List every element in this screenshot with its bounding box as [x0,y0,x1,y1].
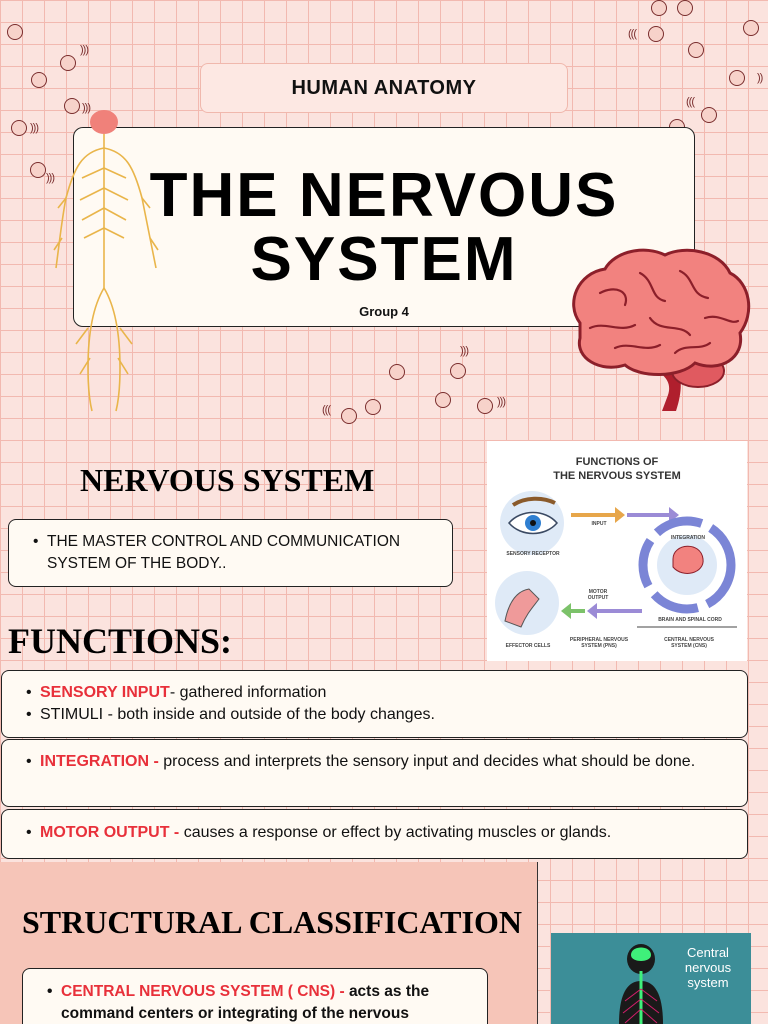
function-line: INTEGRATION - process and interprets the… [24,751,735,773]
decor-waves: )) [757,72,763,84]
group-label: Group 4 [359,304,409,319]
diagram-label-brain: BRAIN AND SPINAL CORD [658,617,722,623]
title-line-2: SYSTEM [250,225,518,294]
diagram-label-sensory-receptor: SENSORY RECEPTOR [506,551,560,557]
cns-term: CENTRAL NERVOUS SYSTEM ( CNS) - [61,983,349,1000]
decor-waves: ))) [497,396,506,408]
function-box-integration: INTEGRATION - process and interprets the… [1,739,748,807]
diagram-title-line-2: THE NERVOUS SYSTEM [553,470,681,482]
functions-heading: FUNCTIONS: [8,621,233,661]
diagram-label-input: INPUT [591,521,607,527]
cns-box: CENTRAL NERVOUS SYSTEM ( CNS) - acts as … [22,968,488,1024]
decor-circle [688,42,704,58]
function-term: SENSORY INPUT [40,684,170,701]
decor-waves: ))) [460,345,469,357]
diagram-label-pns: PERIPHERAL NERVOUS SYSTEM (PNS) [569,637,629,649]
function-box-motor: MOTOR OUTPUT - causes a response or effe… [1,809,748,859]
function-term: MOTOR OUTPUT - [40,824,184,841]
cns-text: acts as the command centers or integrati… [61,983,430,1022]
subject-pill: HUMAN ANATOMY [200,63,568,113]
decor-circle [11,120,27,136]
decor-circle [477,398,493,414]
function-text: - gathered information [169,684,327,701]
decor-circle [701,107,717,123]
decor-waves: ))) [82,102,91,114]
nervous-system-figure [53,110,159,412]
cns-figure [619,944,663,1024]
function-line: MOTOR OUTPUT - causes a response or effe… [24,822,735,844]
decor-circle [365,399,381,415]
decor-waves: ))) [80,44,89,56]
decor-circle [31,72,47,88]
decor-circle [677,0,693,16]
diagram-label-effector-cells: EFFECTOR CELLS [505,643,551,649]
decor-waves: ((( [628,28,637,40]
function-text: STIMULI - both inside and outside of the… [40,706,435,723]
cns-image-card: Central nervous system [551,933,751,1024]
function-term: INTEGRATION - [40,753,164,770]
diagram-label-motor-output: MOTOR OUTPUT [587,589,609,601]
cns-line: CENTRAL NERVOUS SYSTEM ( CNS) - acts as … [45,981,475,1024]
decor-circle [389,364,405,380]
decor-waves: ((( [686,96,695,108]
decor-circle [435,392,451,408]
function-line: SENSORY INPUT- gathered information [24,682,735,704]
cns-card-label: Central nervous system [684,945,732,990]
functions-diagram: FUNCTIONS OF THE NERVOUS SYSTEM INPUT IN… [487,441,747,661]
definition-box: THE MASTER CONTROL AND COMMUNICATION SYS… [8,519,453,587]
decor-waves: ))) [46,172,55,184]
diagram-title-line-1: FUNCTIONS OF [575,456,659,468]
decor-circle [60,55,76,71]
decor-circle [64,98,80,114]
diagram-title: FUNCTIONS OF THE NERVOUS SYSTEM [487,455,747,483]
decor-circle [30,162,46,178]
diagram-graphics [495,491,737,635]
structural-heading: STRUCTURAL CLASSIFICATION [22,904,522,940]
decor-circle [341,408,357,424]
function-box-sensory: SENSORY INPUT- gathered information STIM… [1,670,748,738]
subject-label: HUMAN ANATOMY [291,76,477,99]
decor-waves: ((( [322,404,331,416]
definition-text: THE MASTER CONTROL AND COMMUNICATION SYS… [31,531,438,575]
decor-circle [648,26,664,42]
decor-waves: ))) [30,122,39,134]
title-line-1: THE NERVOUS [149,161,619,230]
diagram-label-integration: INTEGRATION [670,535,706,541]
decor-circle [743,20,759,36]
page-title: THE NERVOUS SYSTEM [74,164,694,292]
decor-circle [450,363,466,379]
nervous-system-heading: NERVOUS SYSTEM [80,462,375,498]
diagram-label-cns: CENTRAL NERVOUS SYSTEM (CNS) [664,637,714,649]
function-line: STIMULI - both inside and outside of the… [24,704,735,726]
function-text: process and interprets the sensory input… [163,753,696,770]
function-text: causes a response or effect by activatin… [183,824,612,841]
decor-circle [651,0,667,16]
decor-circle [729,70,745,86]
brain-illustration [572,248,751,411]
decor-circle [7,24,23,40]
